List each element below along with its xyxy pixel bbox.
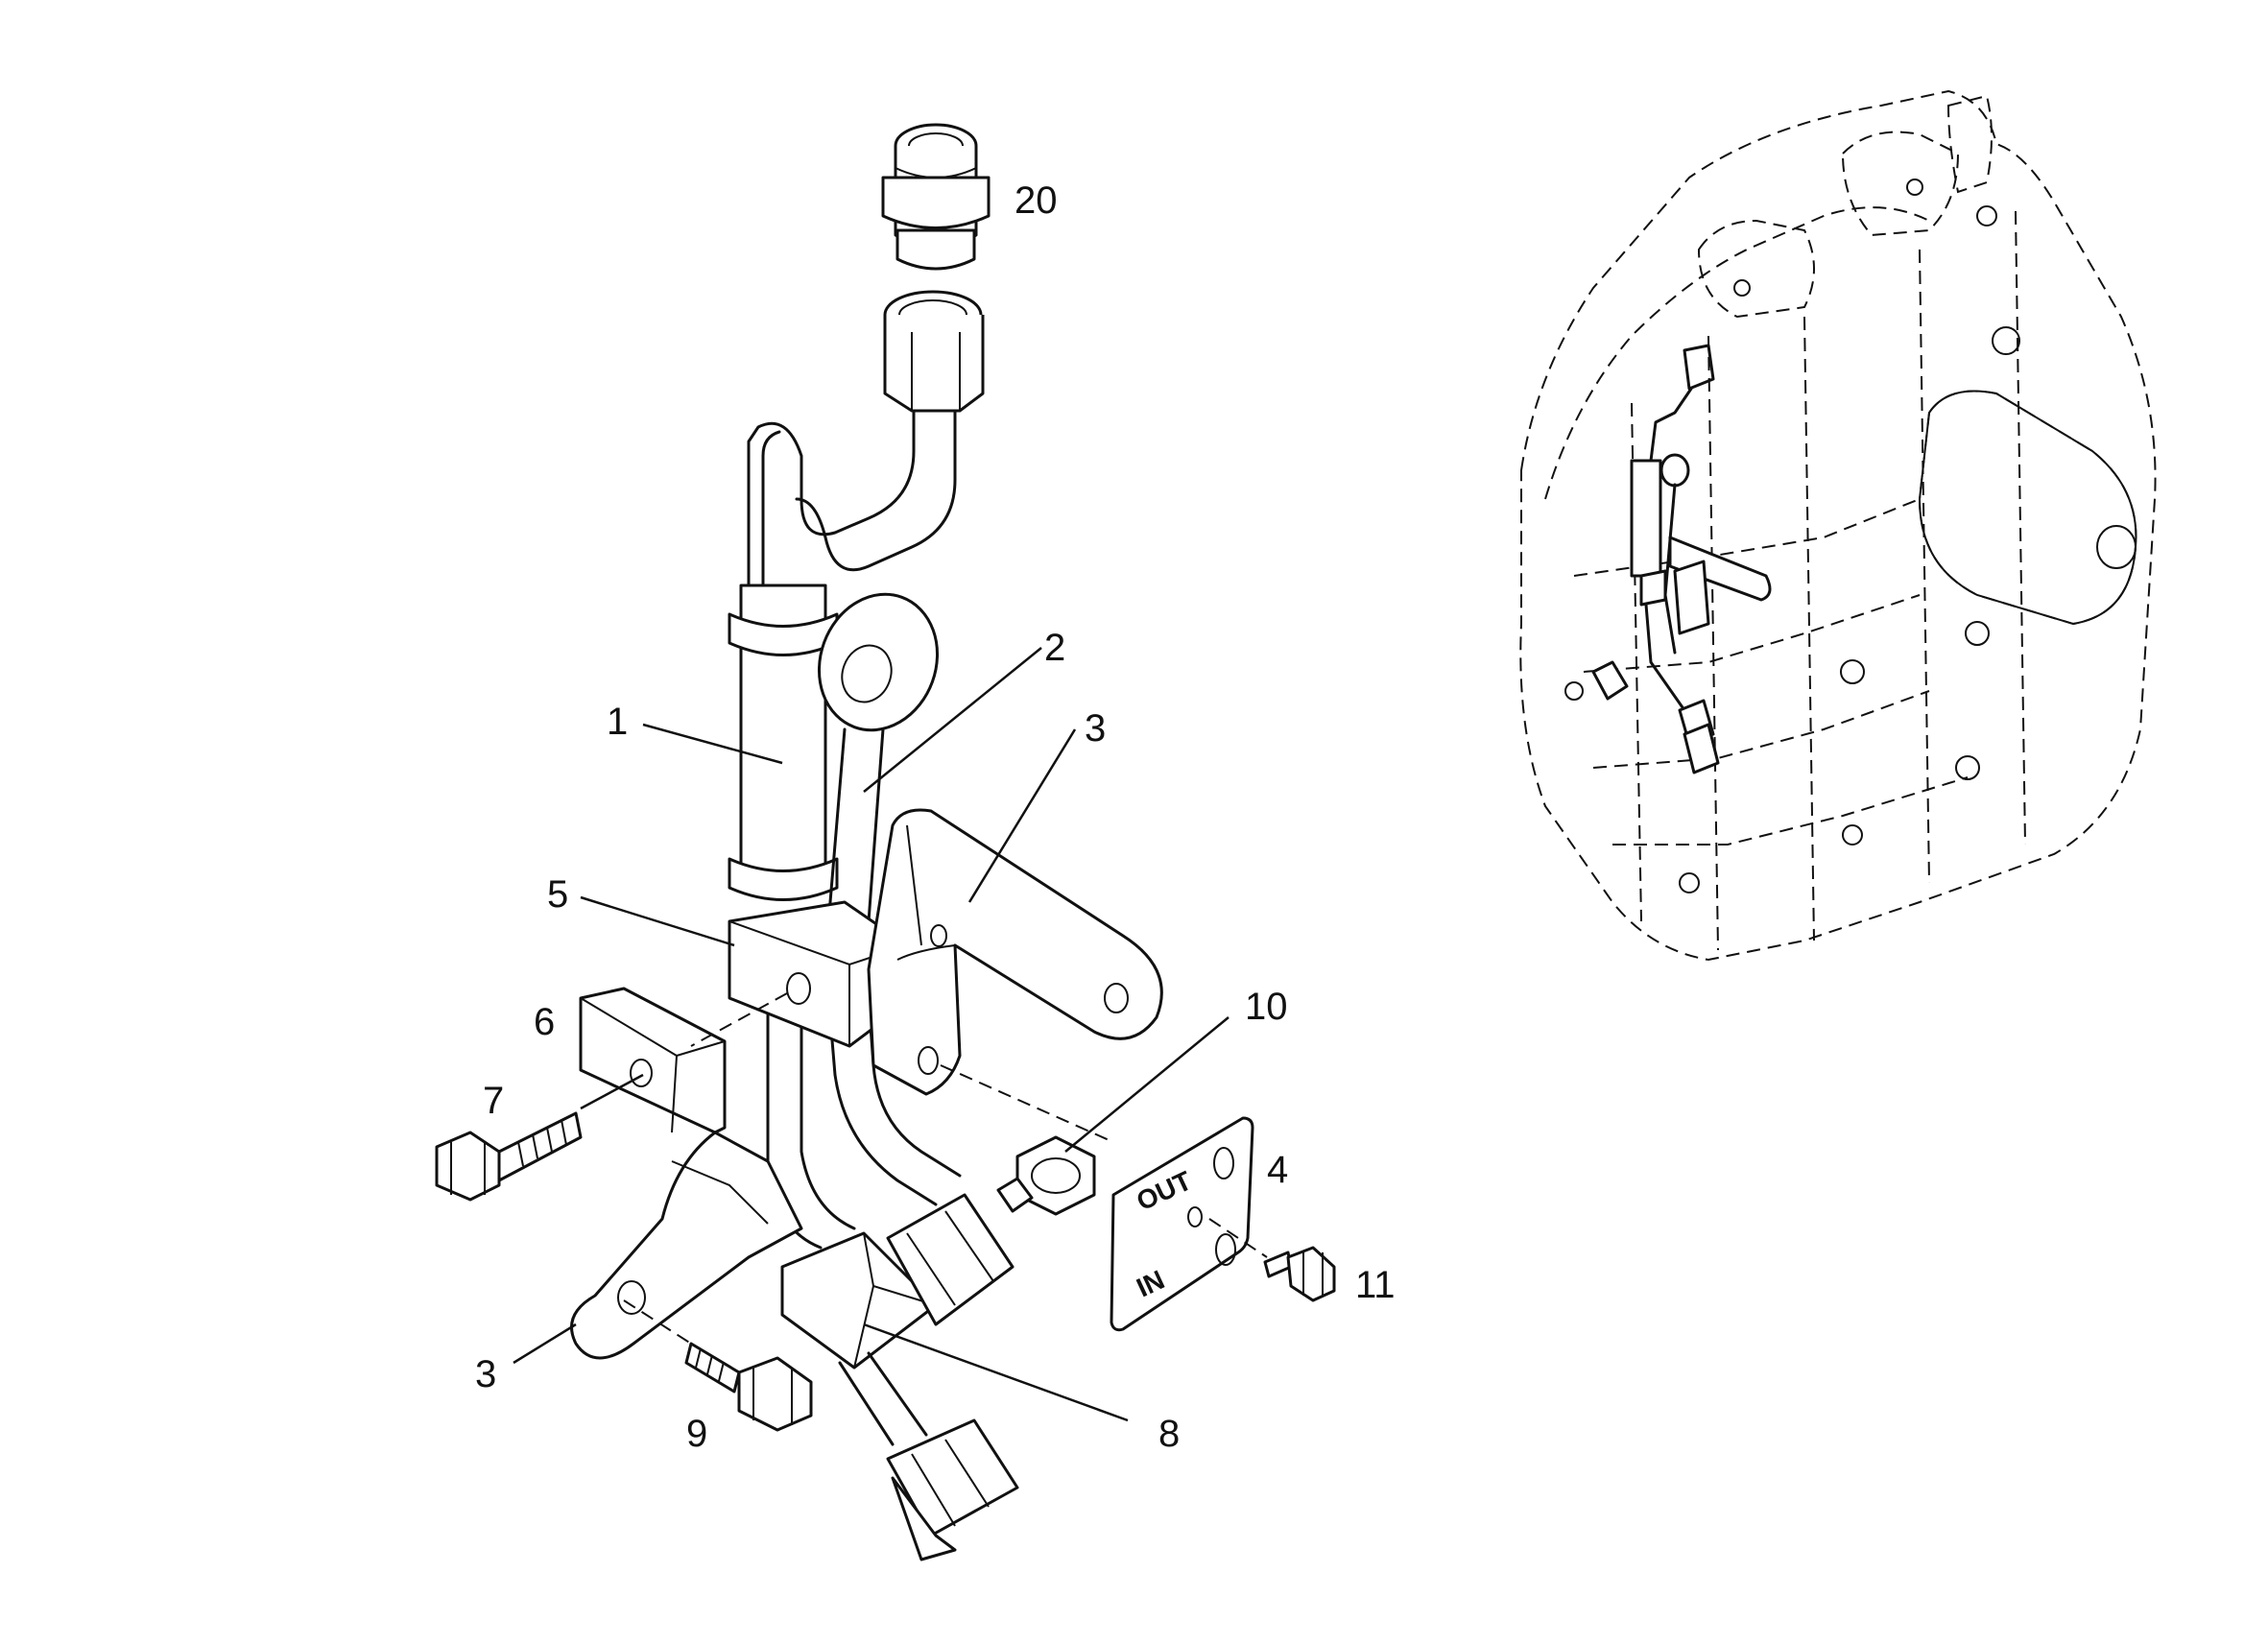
assembly-guide-lines — [623, 992, 1268, 1345]
callout-20: 20 — [1015, 179, 1058, 222]
part-2-banjo-line — [817, 592, 962, 1206]
part-10-nut — [996, 1135, 1096, 1216]
part-3-lower-bracket — [570, 1131, 803, 1360]
part-6-spacer — [579, 987, 727, 1134]
callout-8: 8 — [1158, 1413, 1180, 1455]
callout-9: 9 — [686, 1413, 707, 1455]
callout-5: 5 — [547, 873, 568, 916]
callout-7: 7 — [483, 1080, 504, 1122]
lower-tube-hex-nut — [838, 1351, 1019, 1561]
callout-labels: 20 1 2 3 5 6 7 10 4 11 3 9 8 — [475, 179, 1396, 1455]
callout-11: 11 — [1355, 1264, 1396, 1306]
lower-right-hex-fitting — [886, 1193, 1015, 1326]
part-5-clamp-block — [728, 900, 909, 1048]
callout-3-lower: 3 — [475, 1353, 496, 1395]
part-9-bolt — [684, 1342, 813, 1432]
part-20-adapter-fitting — [881, 123, 991, 271]
callout-10: 10 — [1245, 986, 1288, 1028]
part-7-bolt — [435, 1111, 583, 1202]
engine-block-overview — [1519, 89, 2157, 962]
callout-3-upper: 3 — [1085, 707, 1106, 750]
callout-6: 6 — [534, 1001, 555, 1043]
part-4-label-plate: OUT IN — [1110, 1116, 1254, 1332]
part-1-tube-assembly — [728, 290, 985, 1250]
part-3-upper-bracket — [867, 808, 1163, 1096]
callout-2: 2 — [1044, 627, 1065, 669]
callout-4: 4 — [1267, 1149, 1288, 1191]
part-11-bolt — [1263, 1246, 1336, 1302]
callout-1: 1 — [607, 701, 628, 743]
leader-lines — [513, 647, 1229, 1422]
